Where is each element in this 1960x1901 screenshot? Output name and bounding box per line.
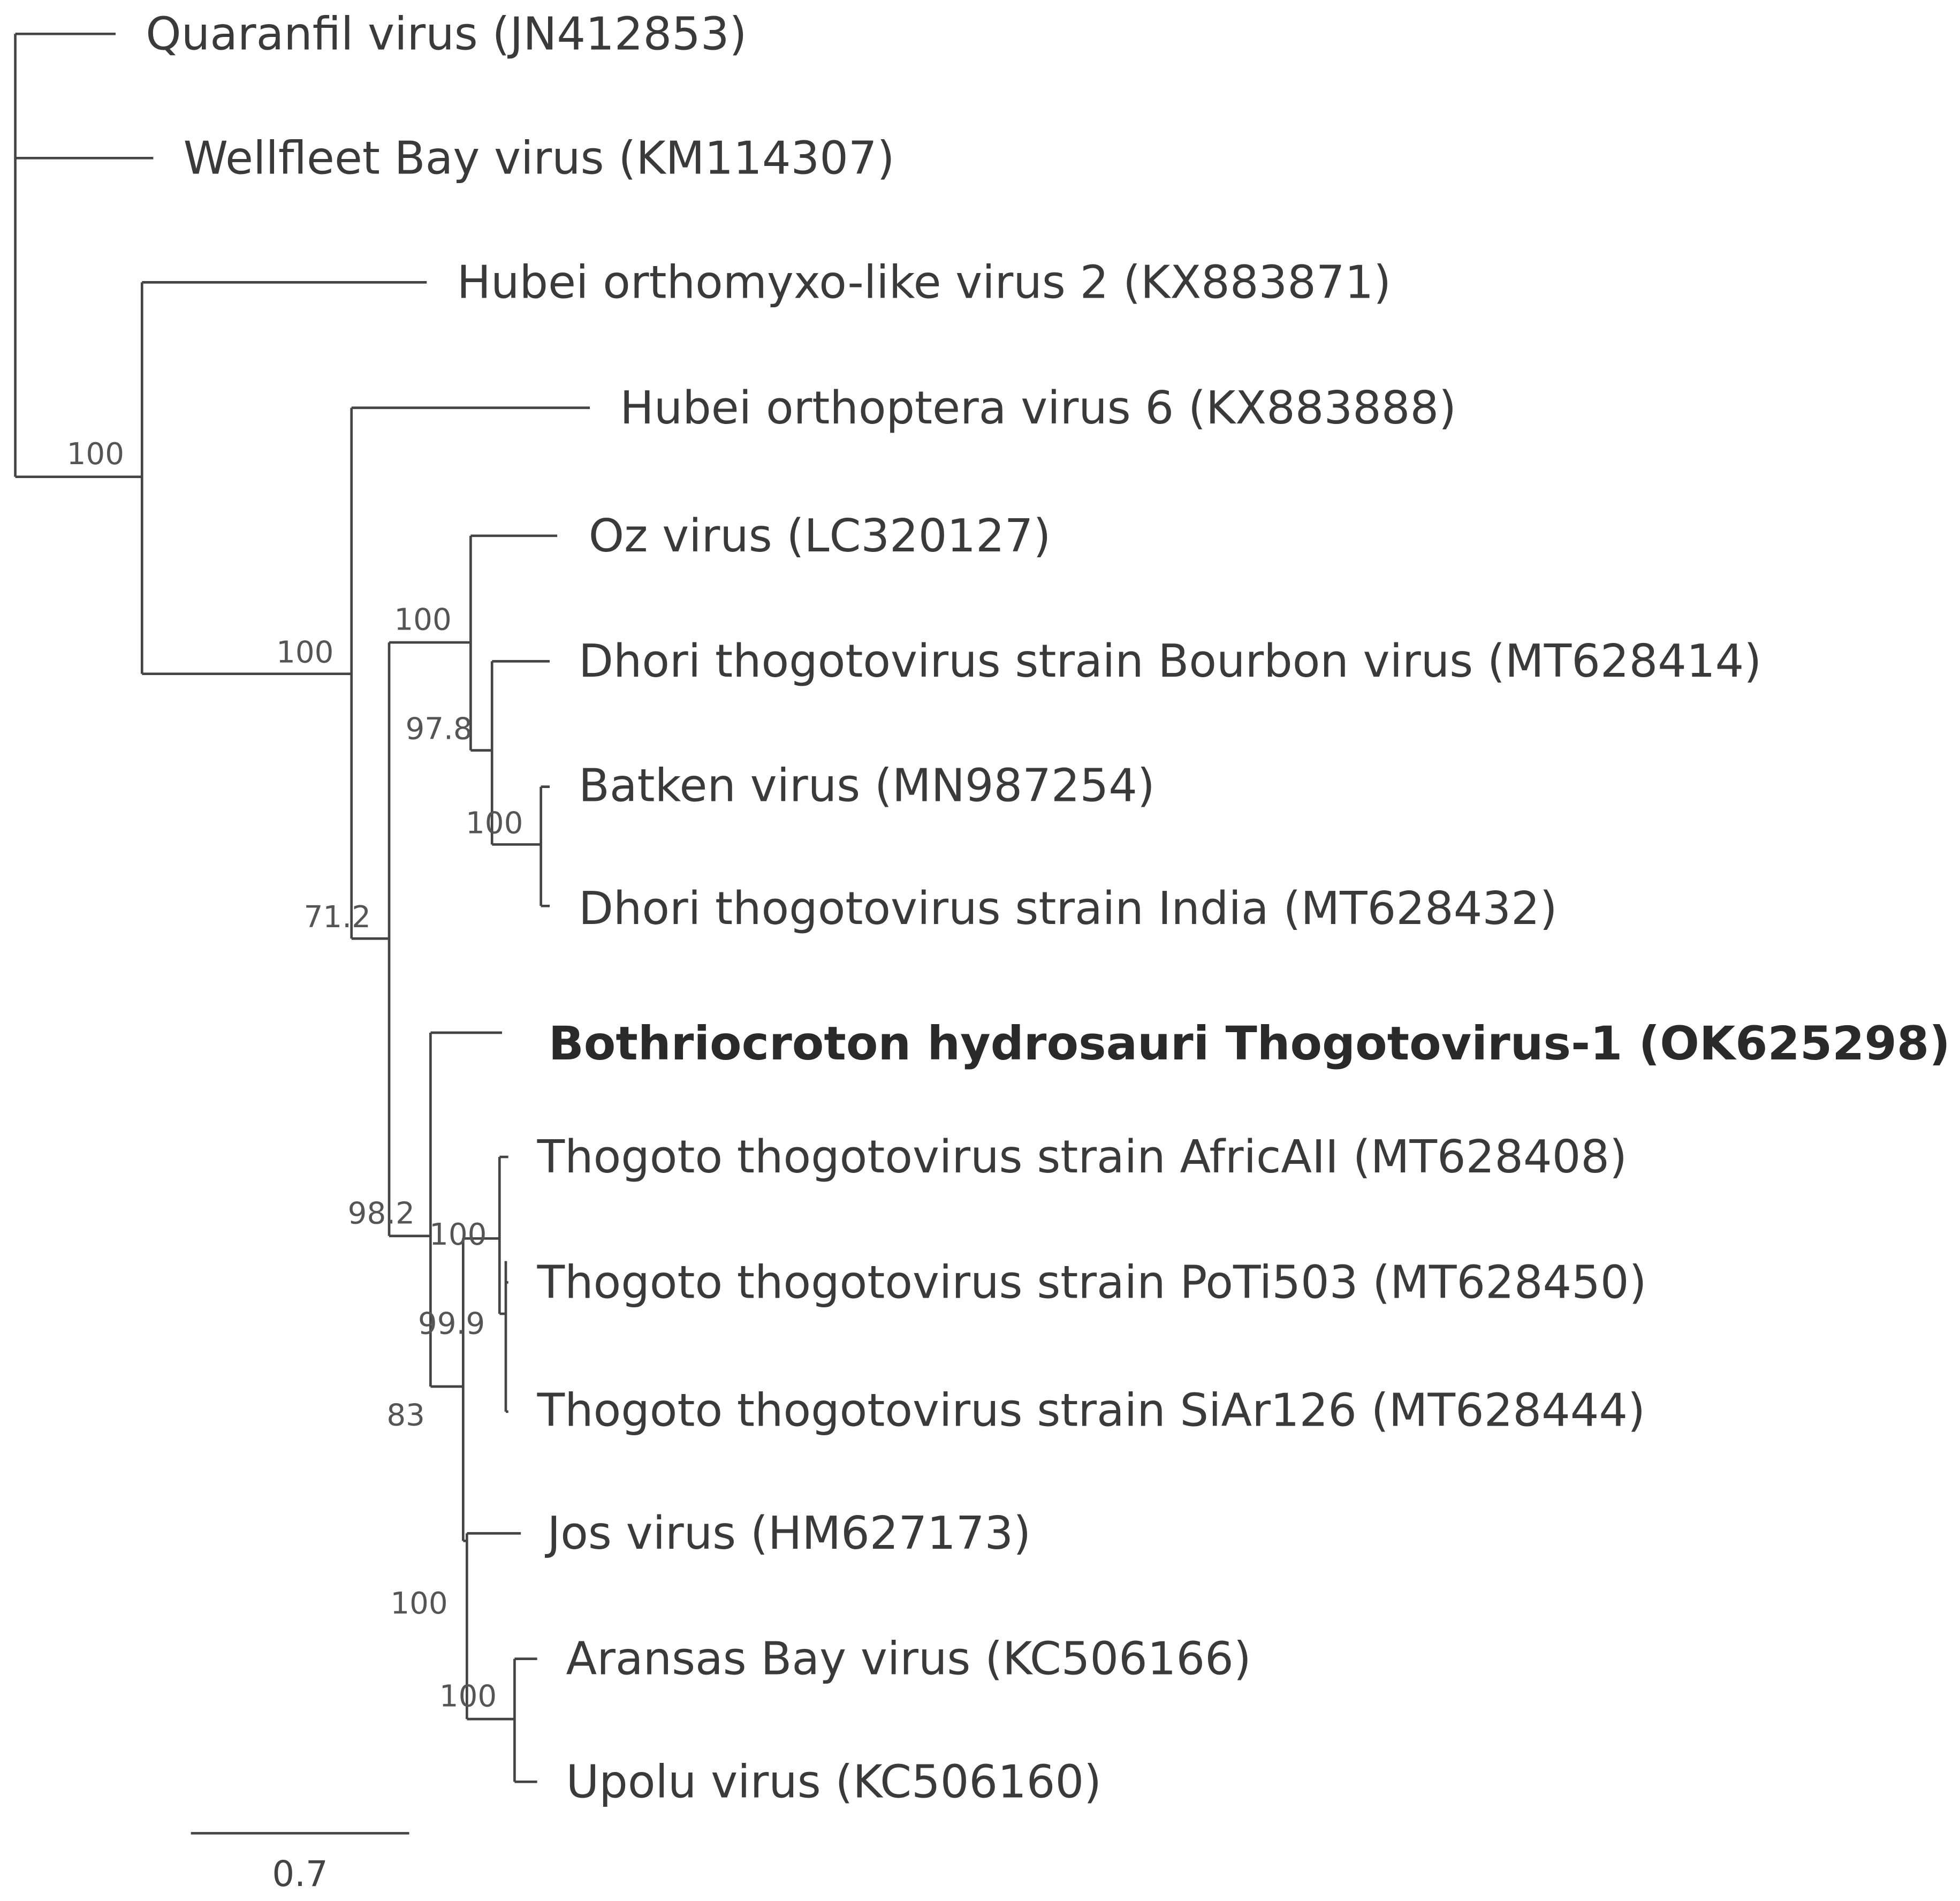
taxon-label: Upolu virus (KC506160) xyxy=(566,1755,1102,1808)
taxon-label: Dhori thogotovirus strain Bourbon virus … xyxy=(579,635,1761,687)
support-value: 100 xyxy=(394,603,451,638)
taxon-label: Dhori thogotovirus strain India (MT62843… xyxy=(579,882,1558,935)
taxon-label: Thogoto thogotovirus strain PoTi503 (MT6… xyxy=(537,1256,1647,1308)
taxon-label: Oz virus (LC320127) xyxy=(589,510,1051,562)
taxon-label: Thogoto thogotovirus strain SiAr126 (MT6… xyxy=(537,1384,1645,1437)
taxon-label: Hubei orthoptera virus 6 (KX883888) xyxy=(620,382,1456,434)
taxon-label: Hubei orthomyxo-like virus 2 (KX883871) xyxy=(457,256,1392,308)
taxon-label: Thogoto thogotovirus strain AfricAII (MT… xyxy=(537,1131,1627,1183)
taxon-label: Wellfleet Bay virus (KM114307) xyxy=(184,132,895,184)
support-value: 100 xyxy=(390,1586,447,1621)
taxon-label: Aransas Bay virus (KC506166) xyxy=(566,1633,1251,1685)
support-value: 100 xyxy=(439,1679,497,1714)
taxon-label-highlighted: Bothriocroton hydrosauri Thogotovirus-1 … xyxy=(549,1017,1950,1071)
support-value: 83 xyxy=(386,1398,425,1433)
support-value: 99.9 xyxy=(418,1307,485,1342)
support-value: 100 xyxy=(67,437,124,472)
taxon-label: Batken virus (MN987254) xyxy=(579,759,1155,812)
support-value: 100 xyxy=(276,635,333,670)
tree-branches xyxy=(14,32,590,1783)
support-value: 100 xyxy=(429,1217,487,1252)
support-value: 98.2 xyxy=(348,1196,415,1231)
taxon-label: Quaranfil virus (JN412853) xyxy=(146,7,747,60)
support-value: 71.2 xyxy=(304,900,371,935)
support-value: 97.8 xyxy=(405,712,472,747)
taxon-label: Jos virus (HM627173) xyxy=(544,1507,1031,1559)
support-value: 100 xyxy=(466,806,523,840)
scale-bar-label: 0.7 xyxy=(272,1854,328,1895)
